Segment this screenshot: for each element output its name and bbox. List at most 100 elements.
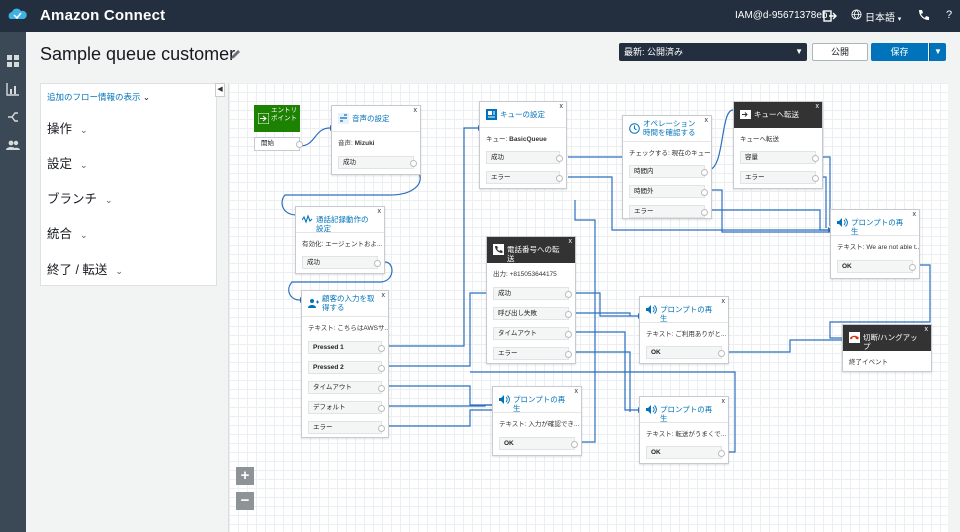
output-port[interactable] [410,160,417,167]
close-icon[interactable]: x [568,238,573,245]
output-port[interactable] [556,175,563,182]
branch-success[interactable]: 成功 [302,256,381,269]
block-title: 電話番号への転送 [507,245,560,263]
block-title: 音声の設定 [352,114,390,123]
close-icon[interactable]: x [721,398,726,405]
branch-ok[interactable]: OK [646,346,725,359]
category-set[interactable]: 設定⌄ [47,157,88,171]
output-port[interactable] [565,351,572,358]
phone-icon[interactable] [917,9,929,21]
branch-success[interactable]: 成功 [493,287,572,300]
save-options-dropdown[interactable]: ▼ [929,43,946,61]
block-title: プロンプトの再生 [660,405,713,423]
publish-button[interactable]: 公開 [812,43,868,61]
edit-pencil-icon[interactable] [229,48,242,61]
zoom-out-button[interactable]: − [236,492,254,510]
close-icon[interactable]: x [574,388,579,395]
close-icon[interactable]: x [924,326,929,333]
branch-in-hours[interactable]: 時間内 [629,165,708,178]
category-terminate-transfer[interactable]: 終了 / 転送⌄ [47,263,123,277]
users-icon[interactable] [6,138,20,152]
output-port[interactable] [296,141,303,148]
branch-pressed-2[interactable]: Pressed 2 [308,361,385,374]
output-port[interactable] [556,155,563,162]
branch-capacity[interactable]: 容量 [740,151,819,164]
hang-up-icon [849,332,860,343]
branch-error[interactable]: エラー [740,171,819,184]
branch-success[interactable]: 成功 [338,156,417,169]
save-button[interactable]: 保存 [871,43,928,61]
output-port[interactable] [565,291,572,298]
branch-ok[interactable]: OK [837,260,916,273]
output-port[interactable] [718,450,725,457]
language-selector[interactable]: 日本語 ▾ [865,13,902,24]
close-icon[interactable]: x [704,117,709,124]
output-port[interactable] [571,441,578,448]
close-icon[interactable]: x [377,208,382,215]
help-link[interactable]: ? [946,9,953,21]
output-port[interactable] [718,350,725,357]
close-icon[interactable]: x [721,298,726,305]
show-additional-info-link[interactable]: 追加のフロー情報の表示 ⌄ [47,92,151,102]
routing-icon[interactable] [6,110,20,124]
output-port[interactable] [909,264,916,271]
output-port[interactable] [701,189,708,196]
block-title: プロンプトの再生 [660,305,713,323]
user-account[interactable]: IAM@d-95671378eb [735,10,828,21]
output-port[interactable] [701,169,708,176]
branch-error[interactable]: エラー [629,205,708,218]
output-port[interactable] [378,425,385,432]
output-port[interactable] [378,405,385,412]
output-port[interactable] [378,385,385,392]
branch-ok[interactable]: OK [499,437,578,450]
branch-error[interactable]: エラー [486,171,563,184]
metrics-icon[interactable] [6,82,20,96]
logout-icon[interactable] [822,8,838,24]
output-port[interactable] [378,345,385,352]
version-select[interactable]: 最新: 公開済み ▼ [619,43,807,61]
output-port[interactable] [378,365,385,372]
close-icon[interactable]: x [912,211,917,218]
branch-start[interactable]: 開始 [254,137,303,151]
branch-error[interactable]: エラー [493,347,572,360]
branch-ok[interactable]: OK [646,446,725,459]
branch-out-of-hours[interactable]: 時間外 [629,185,708,198]
zoom-in-button[interactable]: + [236,467,254,485]
close-icon[interactable]: x [559,103,564,110]
output-port[interactable] [374,260,381,267]
output-port[interactable] [565,331,572,338]
collapse-panel-button[interactable]: ◀ [215,83,225,97]
dashboard-icon[interactable] [6,54,20,68]
branch-pressed-1[interactable]: Pressed 1 [308,341,385,354]
output-port[interactable] [701,209,708,216]
block-entry-point[interactable]: エントリポイント 開始 [254,105,303,155]
output-port[interactable] [565,311,572,318]
block-title: プロンプトの再生 [851,218,904,236]
branch-default[interactable]: デフォルト [308,401,385,414]
close-icon[interactable]: x [381,292,386,299]
branch-timeout[interactable]: タイムアウト [308,381,385,394]
branch-success[interactable]: 成功 [486,151,563,164]
output-port[interactable] [812,175,819,182]
close-icon[interactable]: x [815,103,820,110]
branch-call-failed[interactable]: 呼び出し失敗 [493,307,572,320]
category-integrate[interactable]: 統合⌄ [47,227,88,241]
branch-timeout[interactable]: タイムアウト [493,327,572,340]
category-interact[interactable]: 操作⌄ [47,122,88,136]
close-icon[interactable]: x [413,107,418,114]
branch-error[interactable]: エラー [308,421,385,434]
category-branch[interactable]: ブランチ⌄ [47,192,113,206]
output-port[interactable] [812,155,819,162]
